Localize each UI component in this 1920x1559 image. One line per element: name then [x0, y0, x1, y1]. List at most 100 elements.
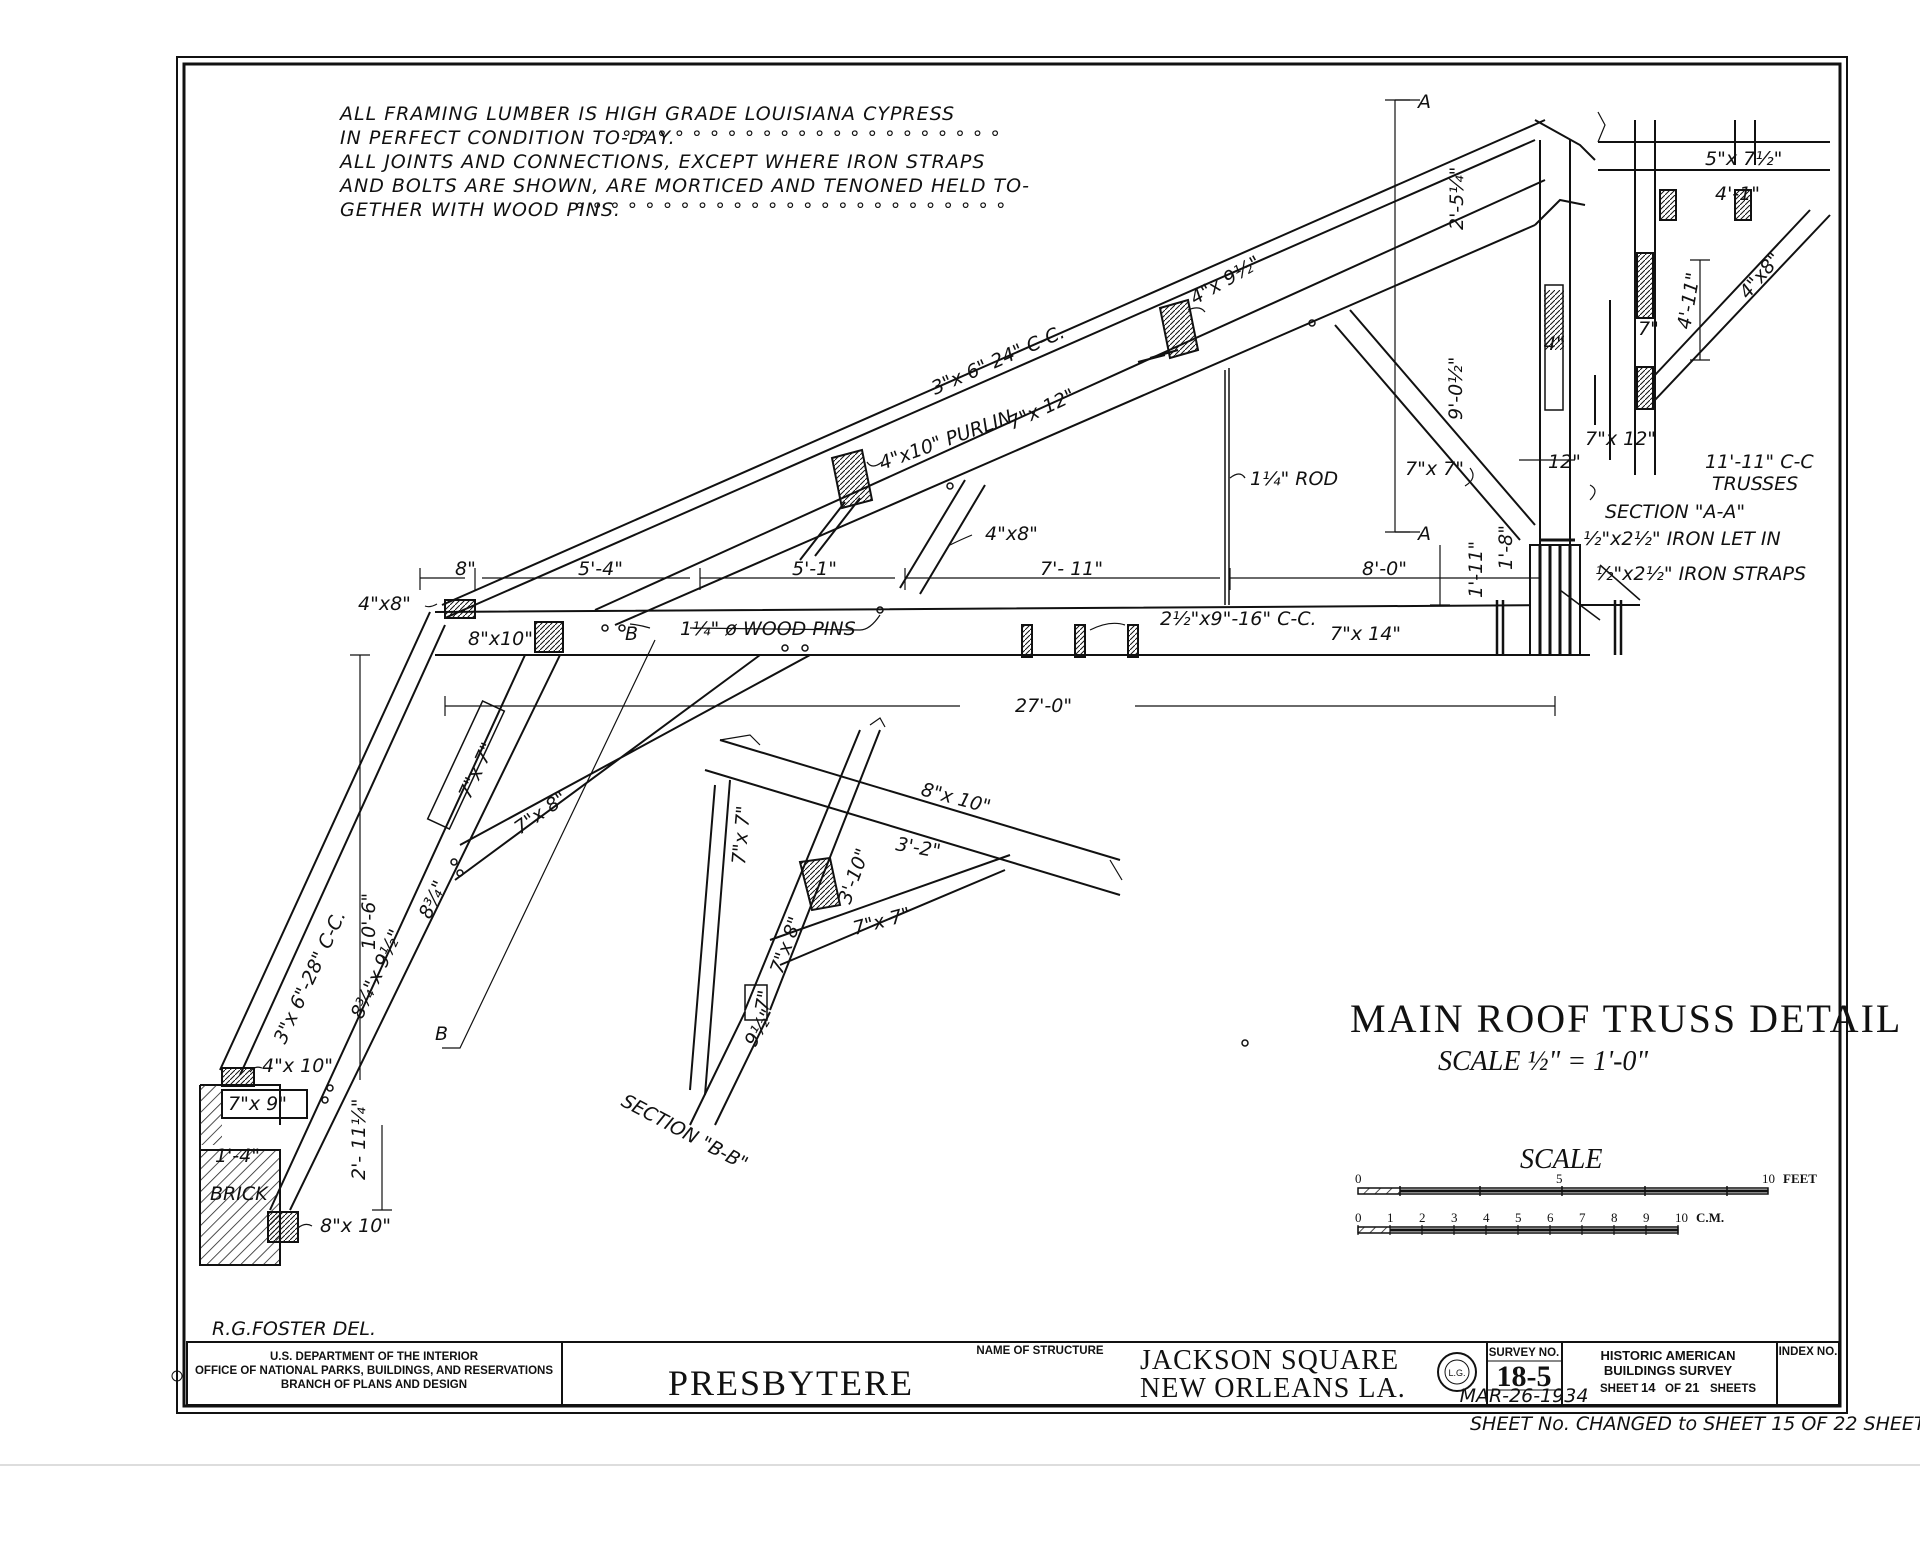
scale-cm-tick-label: 2	[1419, 1210, 1426, 1225]
scale-cm-unit: C.M.	[1696, 1210, 1724, 1225]
label-plate-4x8: 4"x8"	[358, 593, 411, 615]
span-dim	[444, 696, 1556, 716]
dim-height-2-11: 2'- 11¼"	[348, 1098, 370, 1180]
scale-feet-5: 5	[1556, 1171, 1563, 1186]
tb-sheet-pre: SHEET	[1600, 1383, 1638, 1395]
beam-8x10	[534, 621, 564, 653]
common-rafter	[441, 119, 1546, 619]
title-main: MAIN ROOF TRUSS DETAIL	[1350, 996, 1902, 1041]
scale-cm-tick-label: 0	[1355, 1210, 1362, 1225]
section-b-b-labels: 8"x 10" 3'-2" 3'-10" 7"x 7" 7"x 7" 7"x 8…	[618, 779, 993, 1175]
tb-habs-1: HISTORIC AMERICAN	[1600, 1348, 1735, 1363]
label-king-post: 2'-5¼"	[1446, 167, 1468, 230]
tb-dept-2: OFFICE OF NATIONAL PARKS, BUILDINGS, AND…	[195, 1365, 553, 1377]
cut-b-upper: B	[625, 623, 638, 645]
purlin-right	[1158, 298, 1200, 360]
tb-date: MAR-26-1934	[1460, 1385, 1589, 1407]
drawing-title: MAIN ROOF TRUSS DETAIL SCALE ½" = 1'-0"	[1350, 996, 1902, 1077]
wall-plate	[444, 599, 476, 619]
tb-location-2: NEW ORLEANS LA.	[1140, 1373, 1406, 1404]
tb-habs-2: BUILDINGS SURVEY	[1604, 1363, 1733, 1378]
scale-cm-tick-label: 8	[1611, 1210, 1618, 1225]
main-truss	[199, 119, 1641, 1266]
scale-bar-feet	[1357, 1186, 1769, 1196]
joist-3	[1127, 624, 1139, 658]
section-b-b	[689, 717, 1123, 1126]
label-a-4-1: 4'-1"	[1715, 183, 1760, 205]
purlin-left	[830, 448, 874, 510]
tb-location-1: JACKSON SQUARE	[1140, 1345, 1399, 1376]
section-a-a-labels: A A 5"x 7½" 4'-1" 4'-11" 4"x8" 7" 4" 7"x…	[1416, 91, 1814, 545]
label-section-b-b: SECTION "B-B"	[618, 1090, 752, 1175]
tb-name-label: NAME OF STRUCTURE	[976, 1345, 1103, 1357]
cut-b-line	[442, 639, 656, 1049]
label-rafter-left: 3"x 6"-28" C-C.	[270, 907, 351, 1047]
tb-survey-no: 18-5	[1497, 1360, 1552, 1393]
tie-beam	[434, 604, 1640, 656]
scale-cm-tick-label: 1	[1387, 1210, 1394, 1225]
label-purlin: 4"x10" PURLIN	[876, 406, 1015, 475]
label-brace-right: 7"x 7"	[1405, 458, 1464, 480]
label-wood-pins: 1¼" ø WOOD PINS	[680, 618, 856, 640]
punch-hole	[171, 1370, 183, 1382]
dim-span: 27'-0"	[1015, 695, 1072, 717]
dimension-lines	[350, 99, 1575, 1211]
label-post-height: 9'-0½"	[1445, 357, 1467, 420]
brace-4x8	[899, 479, 986, 595]
cut-a-lower: A	[1416, 523, 1431, 545]
note-line-5: GETHER WITH WOOD PINS.	[340, 199, 621, 221]
label-brace-left: 4"x8"	[985, 523, 1038, 545]
joist-2	[1074, 624, 1086, 658]
scale-cm-tick-label: 4	[1483, 1210, 1490, 1225]
title-block: U.S. DEPARTMENT OF THE INTERIOR OFFICE O…	[171, 1341, 1840, 1407]
label-a-7: 7"	[1638, 318, 1659, 340]
label-a-spacing: 11'-11" C-C	[1705, 451, 1814, 473]
wood-pin-marks	[321, 319, 1316, 1104]
label-brick: BRICK	[210, 1183, 269, 1205]
knee-brace	[454, 654, 811, 881]
label-b-7x7-v: 7"x 7"	[728, 805, 755, 866]
handwritten-sheet-note: SHEET No. CHANGED to SHEET 15 OF 22 SHEE…	[1470, 1413, 1920, 1435]
tb-dept-3: BRANCH OF PLANS AND DESIGN	[281, 1379, 467, 1391]
left-post	[269, 654, 561, 1211]
scale-cm-tick-label: 10	[1675, 1210, 1688, 1225]
label-b-3-2: 3'-2"	[894, 833, 942, 862]
cut-a-upper: A	[1416, 91, 1431, 113]
label-rod: 1¼" ROD	[1250, 468, 1338, 490]
label-b-7: 7"	[751, 989, 776, 1013]
scale-cm-tick-label: 5	[1515, 1210, 1522, 1225]
note-line-2: IN PERFECT CONDITION TO-DAY.	[340, 127, 676, 149]
scale-cm-tick-label: 7	[1579, 1210, 1586, 1225]
label-sill-8x10: 8"x 10"	[320, 1215, 391, 1237]
cut-b-lower: B	[435, 1023, 448, 1045]
label-tie-beam: 7"x 14"	[1330, 623, 1401, 645]
note-dots-2: ° ° ° ° ° ° ° ° ° ° ° ° ° ° ° ° ° ° ° ° …	[575, 199, 1006, 221]
scale-feet-0: 0	[1355, 1171, 1362, 1186]
label-wall-1-4: 1'-4"	[215, 1145, 260, 1167]
note-line-3: ALL JOINTS AND CONNECTIONS, EXCEPT WHERE…	[338, 151, 985, 173]
tb-sheet-no: 14	[1641, 1380, 1656, 1395]
dim-height-10-6: 10'-6"	[358, 893, 380, 950]
dim-5-4: 5'-4"	[578, 558, 623, 580]
tb-sheet-of: OF	[1665, 1383, 1681, 1395]
tb-stamp-text: L.G.	[1448, 1368, 1465, 1378]
scale-cm-tick-label: 6	[1547, 1210, 1554, 1225]
general-notes: ALL FRAMING LUMBER IS HIGH GRADE LOUISIA…	[338, 103, 1029, 221]
label-b-8x10: 8"x 10"	[919, 779, 993, 819]
beam-7x9	[221, 1089, 308, 1119]
label-iron-straps: ½"x2½" IRON STRAPS	[1595, 563, 1806, 585]
label-plate-4x10: 4"x 10"	[262, 1055, 333, 1077]
scale-feet-unit: FEET	[1783, 1171, 1817, 1186]
label-a-4: 4"	[1544, 333, 1565, 355]
sill-8x10	[267, 1211, 299, 1243]
plate-4x10	[221, 1067, 255, 1087]
dim-1-11: 1'-11"	[1465, 541, 1487, 598]
joist-1	[1021, 624, 1033, 658]
sheet-border	[176, 56, 1848, 1414]
label-a-7x12: 7"x 12"	[1585, 428, 1656, 450]
king-post	[1539, 140, 1571, 545]
label-a-trusses: TRUSSES	[1712, 473, 1798, 495]
label-post-width: 12"	[1548, 451, 1581, 473]
tb-survey-label: SURVEY NO.	[1489, 1347, 1560, 1359]
